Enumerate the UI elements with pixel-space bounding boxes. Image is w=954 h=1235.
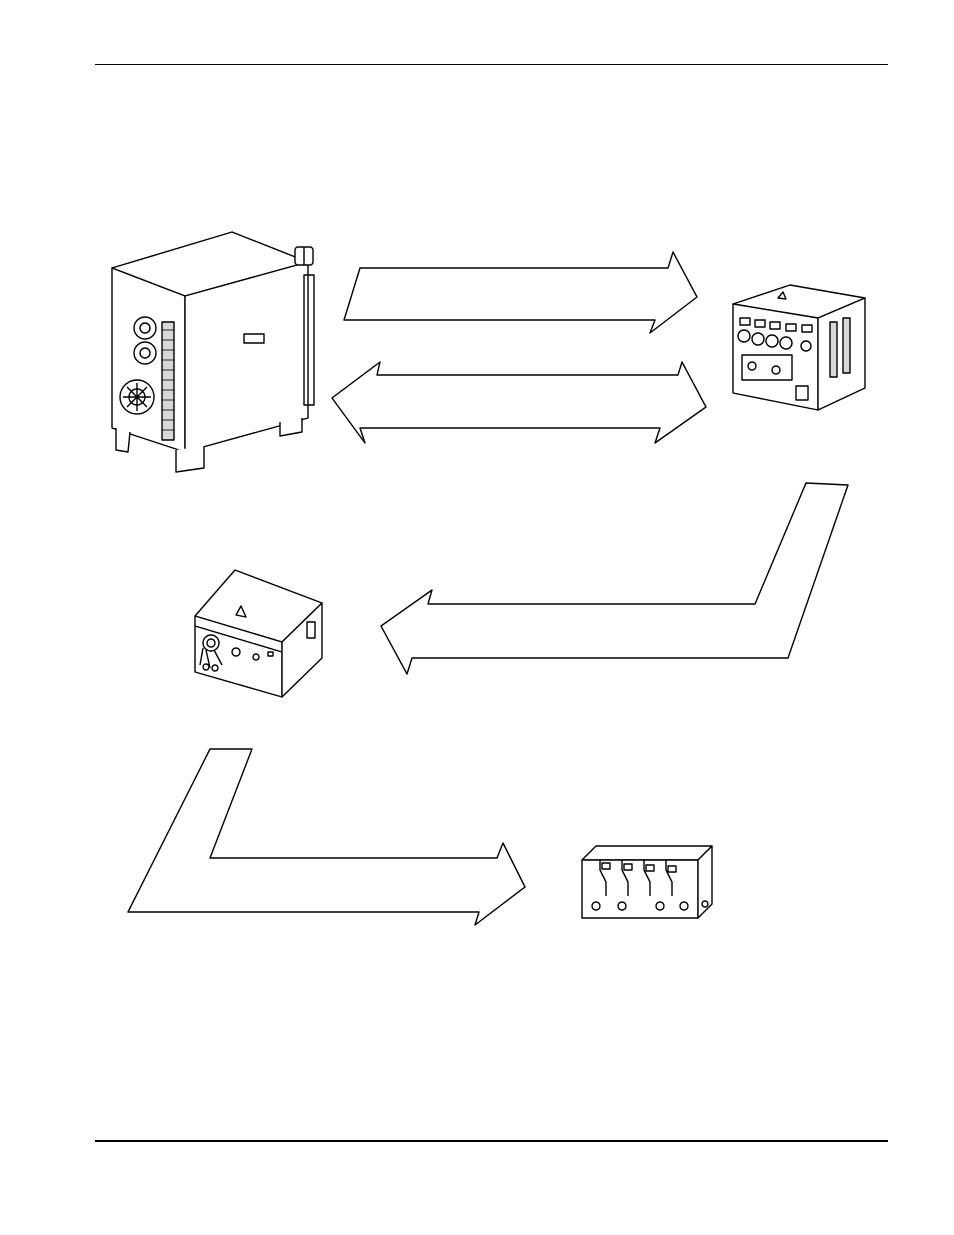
arrow-gas-console-to-ignition-console [381, 483, 848, 674]
arrow-power-supply-to-gas-console [344, 252, 697, 333]
gas-console-icon [733, 285, 865, 410]
footer-rule [95, 1140, 888, 1142]
header-rule [95, 64, 888, 65]
arrow-gas-console-power-supply-two-way [332, 362, 706, 443]
ignition-console-icon [195, 570, 322, 697]
torch-manifold-icon [582, 846, 712, 918]
arrow-ignition-console-to-torch-manifold [128, 749, 525, 925]
power-supply-icon [112, 232, 314, 472]
